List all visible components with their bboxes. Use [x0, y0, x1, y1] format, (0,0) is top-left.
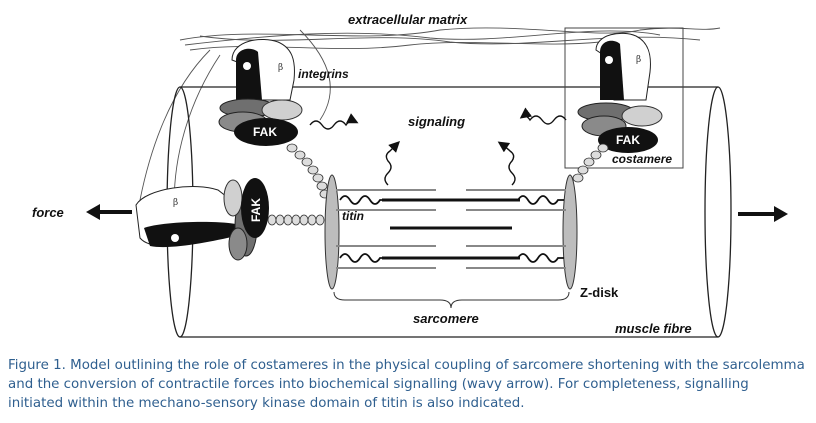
titin-label: titin	[342, 209, 364, 223]
integrins-label: integrins	[298, 67, 349, 81]
force-label: force	[32, 205, 64, 220]
chain-side	[267, 214, 325, 226]
integrin-complex-right: β FAK	[577, 32, 663, 153]
signaling-label: signaling	[408, 114, 465, 129]
integrin-complex-left: β FAK	[218, 39, 303, 146]
titin-springs	[339, 195, 564, 263]
fak-protein-side	[241, 178, 269, 238]
fak-label-side: FAK	[249, 198, 263, 222]
fak-label-left: FAK	[253, 125, 277, 139]
figure-caption-text: Model outlining the role of costameres i…	[8, 358, 805, 411]
diagram-figure: extracellular matrix costamere β FAK int…	[32, 12, 788, 338]
fak-protein-right	[598, 127, 658, 153]
costamere-box	[564, 27, 684, 169]
muscle-fibre-label: muscle fibre	[615, 321, 692, 336]
z-disk-label: Z-disk	[580, 285, 619, 300]
chain-left-top	[286, 143, 331, 199]
force-arrow-left	[86, 204, 132, 220]
sarcomere-brace	[333, 291, 570, 309]
costamere-label: costamere	[612, 152, 672, 166]
z-disk-right	[562, 174, 578, 290]
beta-label-right: β	[636, 55, 641, 65]
z-disk-left	[324, 174, 340, 290]
sarcomere-label: sarcomere	[413, 311, 479, 326]
beta-label-side: β	[173, 198, 178, 208]
chain-right	[572, 143, 609, 183]
figure-caption: Figure 1. Model outlining the role of co…	[8, 356, 808, 413]
figure-caption-label: Figure 1.	[8, 358, 66, 373]
signaling-wavy-arrows	[309, 107, 567, 186]
integrin-complex-side: β FAK	[135, 178, 269, 261]
beta-label-left: β	[278, 63, 283, 73]
force-arrow-right	[738, 206, 788, 222]
thick-filaments	[382, 198, 520, 260]
fak-label-right: FAK	[616, 133, 640, 147]
extracellular-matrix-label: extracellular matrix	[348, 12, 468, 27]
thin-filaments	[336, 189, 566, 269]
fak-protein-left	[234, 118, 298, 146]
